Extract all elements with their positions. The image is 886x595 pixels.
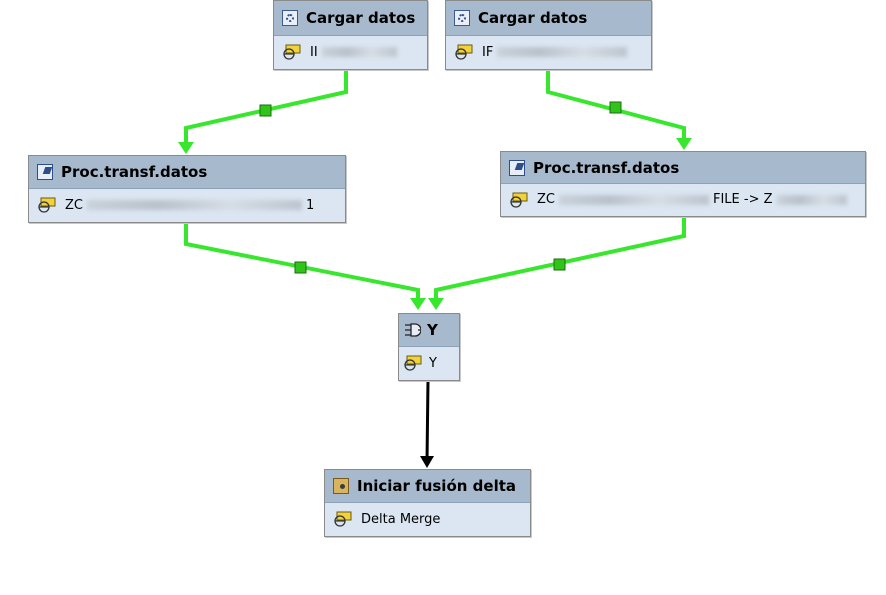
node-header[interactable]: Cargar datos	[446, 1, 651, 36]
variable-icon	[510, 192, 528, 208]
arrow-head-icon	[410, 298, 426, 310]
node-title: Proc.transf.datos	[61, 163, 208, 181]
variable-icon	[283, 44, 301, 60]
node-variant-row[interactable]: ZC FILE -> Z	[501, 184, 865, 215]
gear-icon	[454, 10, 470, 26]
arrow-head-icon	[420, 456, 434, 468]
node-transform-2[interactable]: Proc.transf.datos ZC FILE -> Z	[500, 151, 866, 217]
node-variant-row[interactable]: II	[274, 36, 427, 68]
variable-icon	[38, 197, 56, 213]
node-header[interactable]: Proc.transf.datos	[501, 152, 865, 184]
node-header[interactable]: Y	[399, 314, 459, 347]
node-variant-row[interactable]: Delta Merge	[325, 503, 530, 535]
redacted-text	[86, 200, 302, 210]
node-variant-suffix: FILE -> Z	[712, 192, 773, 207]
node-variant-suffix: 1	[305, 197, 315, 213]
arrow-head-icon	[428, 298, 444, 310]
node-variant: II	[310, 44, 318, 60]
arrow-head-icon	[178, 142, 194, 154]
node-header[interactable]: Cargar datos	[274, 1, 427, 36]
redacted-text	[497, 47, 628, 57]
variable-icon	[455, 44, 473, 60]
node-header[interactable]: Proc.transf.datos	[29, 156, 345, 189]
node-variant: IF	[482, 44, 494, 60]
node-title: Cargar datos	[478, 9, 588, 27]
node-variant: Delta Merge	[361, 511, 441, 527]
node-load-data-2[interactable]: Cargar datos IF	[445, 0, 652, 70]
redacted-text	[558, 194, 709, 205]
node-title: Cargar datos	[306, 9, 416, 27]
redacted-text	[776, 194, 847, 205]
arrow-head-icon	[676, 138, 692, 150]
transform-icon	[509, 159, 525, 176]
node-variant-row[interactable]: Y	[399, 347, 459, 379]
variable-icon	[404, 355, 422, 371]
node-title: Y	[427, 321, 438, 339]
node-transform-1[interactable]: Proc.transf.datos ZC 1	[28, 155, 346, 223]
node-title: Proc.transf.datos	[533, 158, 680, 177]
link-marker[interactable]	[553, 258, 566, 271]
node-delta-merge[interactable]: Iniciar fusión delta Delta Merge	[324, 469, 531, 537]
briefcase-gear-icon	[333, 478, 349, 494]
variable-icon	[334, 511, 352, 527]
node-title: Iniciar fusión delta	[357, 477, 517, 495]
node-load-data-1[interactable]: Cargar datos II	[273, 0, 428, 70]
transform-icon	[37, 164, 53, 180]
link-marker[interactable]	[609, 101, 622, 114]
connector-and-to-merge[interactable]	[425, 379, 430, 463]
gear-icon	[282, 10, 298, 26]
node-variant-prefix: ZC	[537, 192, 555, 207]
node-variant-prefix: ZC	[65, 197, 83, 213]
redacted-text	[321, 47, 397, 57]
node-and[interactable]: Y Y	[398, 313, 460, 381]
node-variant-row[interactable]: ZC 1	[29, 189, 345, 221]
node-variant: Y	[429, 355, 437, 371]
node-variant-row[interactable]: IF	[446, 36, 651, 68]
node-header[interactable]: Iniciar fusión delta	[325, 470, 530, 503]
link-marker[interactable]	[294, 261, 307, 274]
and-gate-icon	[405, 323, 421, 337]
link-marker[interactable]	[259, 104, 272, 117]
